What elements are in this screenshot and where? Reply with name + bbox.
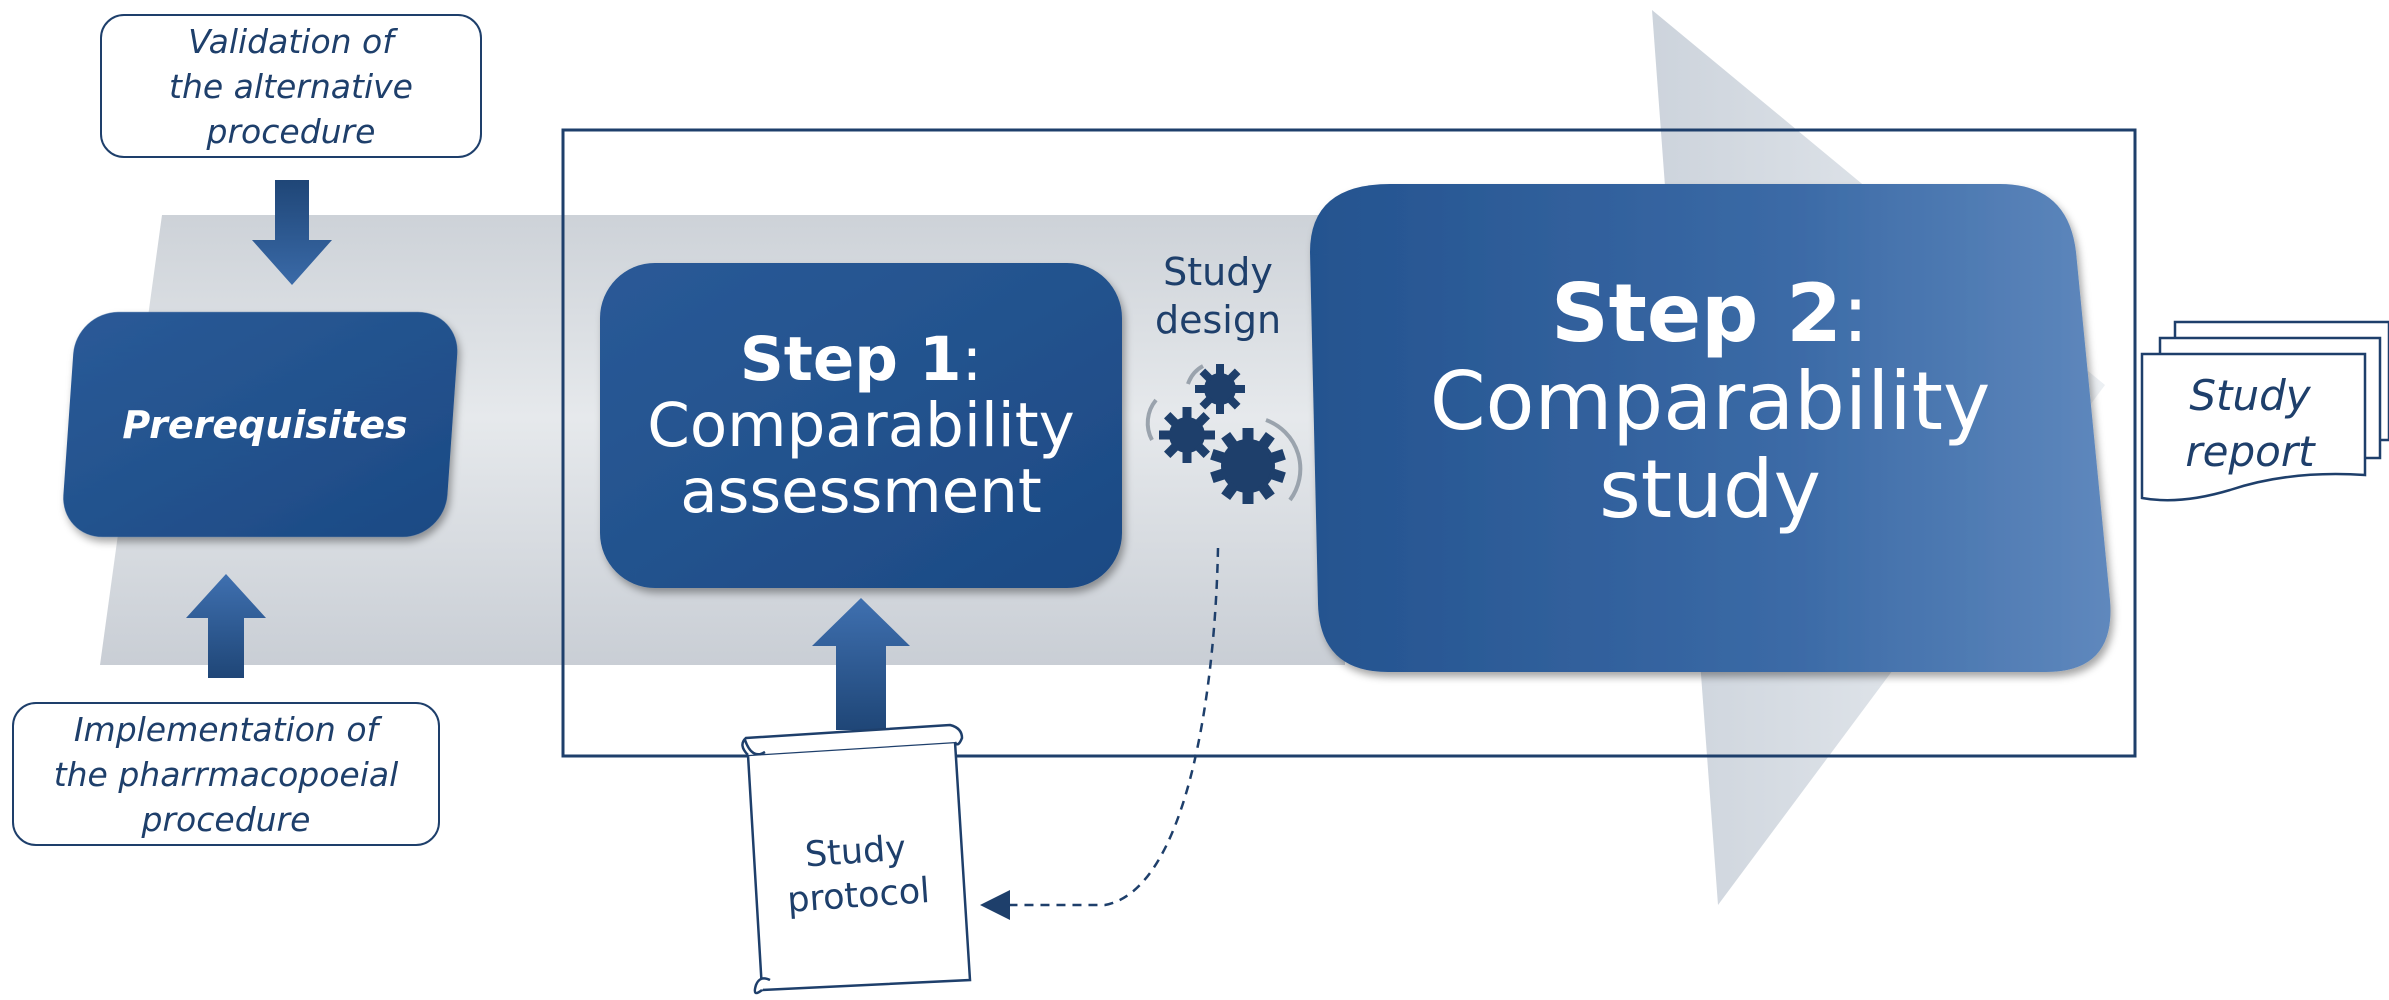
scroll-icon — [741, 723, 972, 995]
study-design-label: Study design — [1138, 248, 1298, 344]
study-design-line-2: design — [1154, 298, 1282, 342]
validation-line-3: procedure — [206, 111, 376, 151]
gear-icon — [1145, 364, 1303, 504]
step1-box-shape — [600, 263, 1122, 588]
scope-frame — [561, 128, 2137, 758]
up-arrow-prerequisites — [186, 574, 266, 678]
study-protocol-label: Study protocol — [759, 823, 955, 924]
step1-colon: : — [961, 323, 983, 395]
implementation-line-1: Implementation of — [73, 709, 379, 749]
implementation-callout: Implementation of the pharrmacopoeial pr… — [12, 702, 440, 846]
step1-box: Step 1: Comparability assessment — [600, 263, 1122, 588]
validation-line-2: the alternative — [169, 66, 413, 106]
validation-line-1: Validation of — [188, 21, 394, 61]
prerequisites-box-shape — [63, 312, 458, 537]
validation-callout: Validation of the alternative procedure — [100, 14, 482, 158]
step1-title: Step 1 — [739, 323, 962, 395]
step1-line-2: assessment — [680, 455, 1042, 527]
down-arrow — [252, 180, 332, 285]
step2-colon: : — [1841, 267, 1869, 360]
step1-title-line: Step 1: — [739, 323, 983, 395]
step1-line-1: Comparability — [647, 389, 1075, 461]
step2-box: Step 2: Comparability study — [1330, 192, 2090, 612]
study-report-label: Study report — [2150, 368, 2350, 480]
study-design-line-1: Study — [1163, 250, 1273, 294]
step2-box-shape — [1310, 184, 2111, 672]
step2-title: Step 2 — [1551, 267, 1842, 360]
document-stack-icon — [2140, 320, 2389, 502]
step2-line-2: study — [1599, 443, 1821, 536]
dashed-connector — [980, 547, 1220, 920]
step2-title-line: Step 2: — [1551, 270, 1869, 358]
step2-line-1: Comparability — [1429, 355, 1991, 448]
up-arrow-step1 — [812, 598, 910, 730]
prerequisites-label: Prerequisites — [122, 402, 408, 447]
implementation-line-3: procedure — [141, 799, 311, 839]
study-report-line-2: report — [2185, 427, 2315, 476]
implementation-line-2: the pharrmacopoeial — [53, 754, 399, 794]
study-report-line-1: Study — [2189, 371, 2311, 420]
prerequisites-box: Prerequisites — [80, 312, 450, 537]
